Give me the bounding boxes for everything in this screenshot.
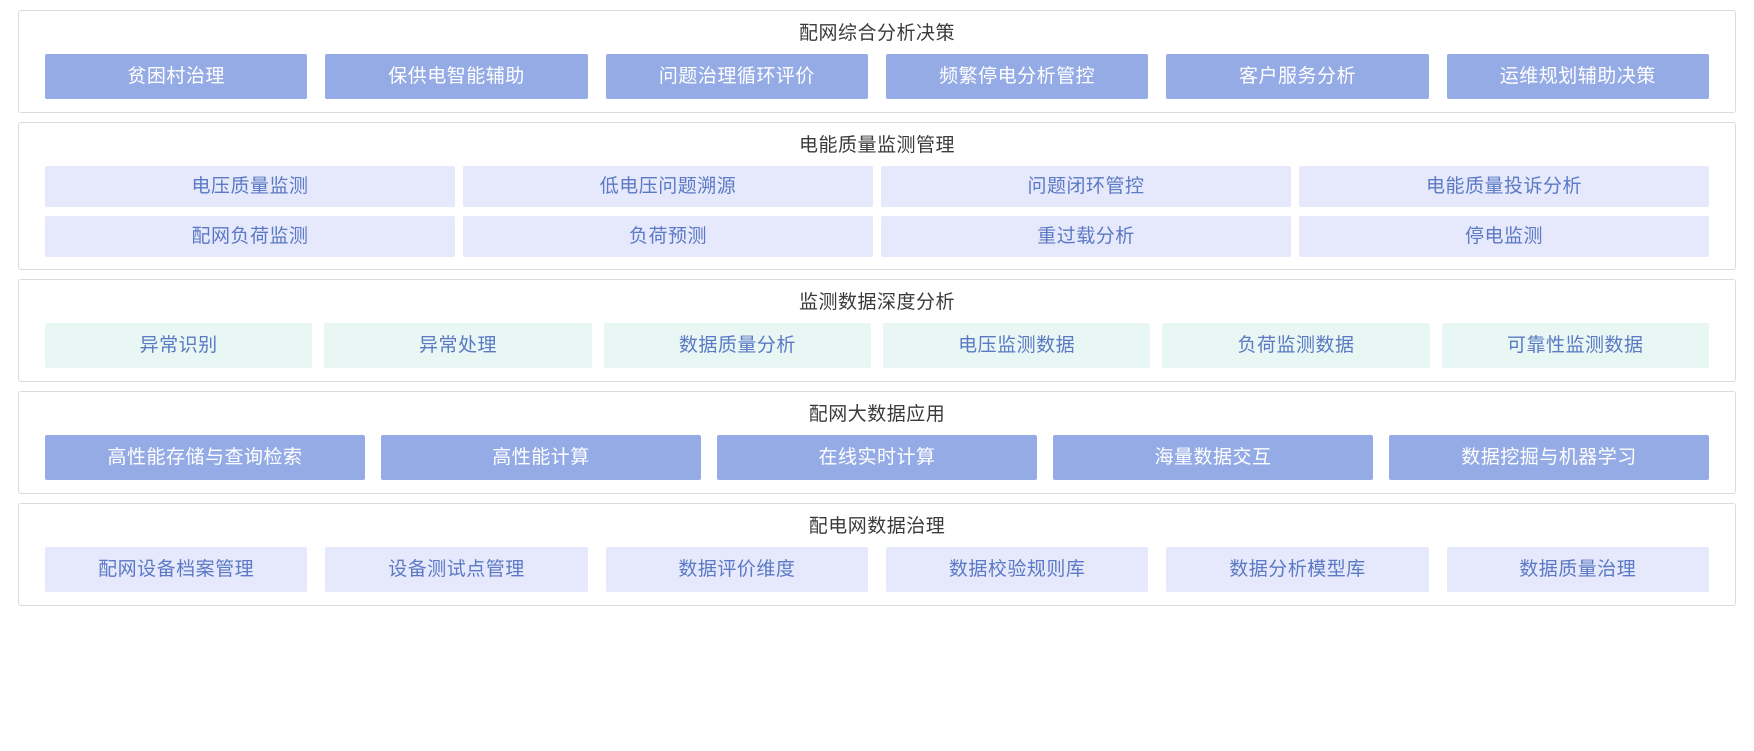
module-button[interactable]: 问题治理循环评价 bbox=[605, 54, 868, 99]
panel-title: 电能质量监测管理 bbox=[798, 135, 955, 156]
module-button[interactable]: 频繁停电分析管控 bbox=[885, 54, 1149, 99]
module-button[interactable]: 重过载分析 bbox=[881, 216, 1291, 257]
module-button[interactable]: 电压质量监测 bbox=[45, 166, 455, 207]
panel-comprehensive-analysis-decision: 配网综合分析决策 贫困村治理 保供电智能辅助 问题治理循环评价 频繁停电分析管控… bbox=[18, 10, 1736, 113]
module-button[interactable]: 低电压问题溯源 bbox=[463, 166, 873, 207]
module-button[interactable]: 在线实时计算 bbox=[717, 435, 1037, 480]
panel-power-quality-monitoring: 电能质量监测管理 电压质量监测 低电压问题溯源 问题闭环管控 电能质量投诉分析 … bbox=[18, 122, 1736, 270]
module-button[interactable]: 配网负荷监测 bbox=[45, 216, 455, 257]
button-row: 异常识别 异常处理 数据质量分析 电压监测数据 负荷监测数据 可靠性监测数据 bbox=[45, 323, 1709, 368]
module-button[interactable]: 配网设备档案管理 bbox=[45, 547, 308, 592]
panel-title: 配网综合分析决策 bbox=[798, 23, 955, 44]
button-row: 配网负荷监测 负荷预测 重过载分析 停电监测 bbox=[45, 216, 1709, 257]
module-button[interactable]: 运维规划辅助决策 bbox=[1446, 54, 1709, 99]
module-button[interactable]: 数据挖掘与机器学习 bbox=[1389, 435, 1709, 480]
module-button[interactable]: 海量数据交互 bbox=[1053, 435, 1373, 480]
panel-title: 配电网数据治理 bbox=[808, 516, 946, 537]
button-row: 电压质量监测 低电压问题溯源 问题闭环管控 电能质量投诉分析 bbox=[45, 166, 1709, 207]
module-button[interactable]: 高性能计算 bbox=[381, 435, 701, 480]
module-button[interactable]: 电压监测数据 bbox=[882, 323, 1151, 368]
module-button[interactable]: 数据分析模型库 bbox=[1166, 547, 1429, 592]
panel-title: 监测数据深度分析 bbox=[798, 292, 955, 313]
module-button[interactable]: 可靠性监测数据 bbox=[1441, 323, 1709, 368]
button-row: 配网设备档案管理 设备测试点管理 数据评价维度 数据校验规则库 数据分析模型库 … bbox=[45, 547, 1709, 592]
module-button[interactable]: 负荷监测数据 bbox=[1162, 323, 1430, 368]
module-button[interactable]: 数据校验规则库 bbox=[885, 547, 1149, 592]
panel-monitoring-data-deep-analysis: 监测数据深度分析 异常识别 异常处理 数据质量分析 电压监测数据 负荷监测数据 … bbox=[18, 279, 1736, 382]
panel-title: 配网大数据应用 bbox=[808, 404, 946, 425]
module-button[interactable]: 保供电智能辅助 bbox=[325, 54, 588, 99]
module-button[interactable]: 问题闭环管控 bbox=[881, 166, 1291, 207]
module-button[interactable]: 异常识别 bbox=[45, 323, 313, 368]
module-button[interactable]: 客户服务分析 bbox=[1166, 54, 1429, 99]
panel-distribution-network-data-governance: 配电网数据治理 配网设备档案管理 设备测试点管理 数据评价维度 数据校验规则库 … bbox=[18, 503, 1736, 606]
module-button[interactable]: 电能质量投诉分析 bbox=[1299, 166, 1709, 207]
panel-big-data-application: 配网大数据应用 高性能存储与查询检索 高性能计算 在线实时计算 海量数据交互 数… bbox=[18, 391, 1736, 494]
button-row: 高性能存储与查询检索 高性能计算 在线实时计算 海量数据交互 数据挖掘与机器学习 bbox=[45, 435, 1709, 480]
button-row: 贫困村治理 保供电智能辅助 问题治理循环评价 频繁停电分析管控 客户服务分析 运… bbox=[45, 54, 1709, 99]
module-button[interactable]: 贫困村治理 bbox=[45, 54, 308, 99]
module-button[interactable]: 数据质量分析 bbox=[603, 323, 871, 368]
module-button[interactable]: 负荷预测 bbox=[463, 216, 873, 257]
module-button[interactable]: 数据质量治理 bbox=[1446, 547, 1709, 592]
module-button[interactable]: 设备测试点管理 bbox=[325, 547, 588, 592]
module-button[interactable]: 异常处理 bbox=[324, 323, 592, 368]
module-button[interactable]: 高性能存储与查询检索 bbox=[45, 435, 365, 480]
module-button[interactable]: 停电监测 bbox=[1299, 216, 1709, 257]
module-button[interactable]: 数据评价维度 bbox=[605, 547, 868, 592]
